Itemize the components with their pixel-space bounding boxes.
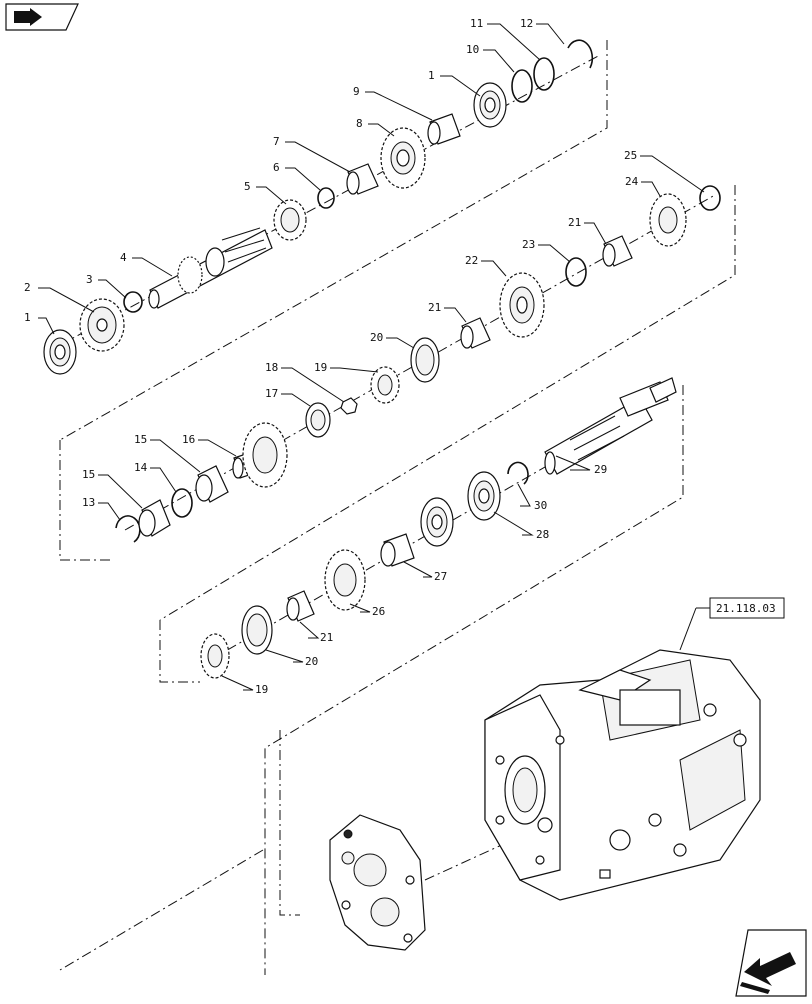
- main-shaft-assembly: [43, 39, 601, 375]
- gear-5: [273, 199, 307, 241]
- bushing-21-lower: [286, 590, 315, 622]
- callout-18: 18: [265, 361, 278, 374]
- callout-1-lower: 1: [24, 311, 31, 324]
- callout-20-lower: 20: [305, 655, 318, 668]
- callout-8: 8: [356, 117, 363, 130]
- gear-19-lower: [200, 633, 230, 679]
- callout-23: 23: [522, 238, 535, 251]
- output-shaft-29: [544, 377, 677, 475]
- callout-30: 30: [534, 499, 547, 512]
- gear-24: [649, 193, 687, 247]
- callout-1-upper: 1: [428, 69, 435, 82]
- bushing-21-top: [602, 235, 633, 267]
- callout-20-upper: 20: [370, 331, 383, 344]
- callout-19-upper: 19: [314, 361, 327, 374]
- callout-5: 5: [244, 180, 251, 193]
- bushing-27: [380, 533, 415, 567]
- callout-21-lower: 21: [320, 631, 333, 644]
- gear-26: [324, 549, 366, 611]
- assembly-group-outlines: [59, 40, 736, 975]
- callout-11: 11: [470, 17, 483, 30]
- callout-17: 17: [265, 387, 278, 400]
- gear-2: [79, 298, 125, 352]
- bearing-28b: [467, 471, 501, 521]
- bushing-15-upper: [195, 465, 229, 503]
- callout-numbers: 1 2 3 4 5 6 7 8 9 1 10 11 12 25 24 21 23…: [24, 17, 639, 696]
- bushing-9: [427, 113, 461, 145]
- callout-25: 25: [624, 149, 637, 162]
- callout-26: 26: [372, 605, 385, 618]
- callout-24: 24: [625, 175, 639, 188]
- bearing-upper: [473, 82, 507, 128]
- gear-shaft-16: [232, 422, 288, 488]
- transmission-housing: [484, 649, 761, 901]
- callout-6: 6: [273, 161, 280, 174]
- bearing-17: [305, 402, 331, 438]
- synchro-ring-20-lower: [241, 605, 273, 655]
- reference-label: 21.118.03: [716, 602, 776, 615]
- callout-15-upper: 15: [134, 433, 147, 446]
- reference-box[interactable]: 21.118.03: [679, 597, 785, 651]
- back-arrow-icon[interactable]: [5, 3, 79, 31]
- shaft-4: [148, 227, 273, 309]
- bushing-7: [346, 163, 379, 195]
- synchro-ring-20-upper: [410, 337, 440, 383]
- bushing-21-mid: [460, 317, 491, 349]
- callout-16: 16: [182, 433, 195, 446]
- callout-12: 12: [520, 17, 533, 30]
- callout-3: 3: [86, 273, 93, 286]
- callout-14: 14: [134, 461, 148, 474]
- callout-19-lower: 19: [255, 683, 268, 696]
- next-page-arrow-icon[interactable]: [735, 929, 807, 997]
- callout-4: 4: [120, 251, 127, 264]
- callout-10: 10: [466, 43, 479, 56]
- callout-13: 13: [82, 496, 95, 509]
- callout-29: 29: [594, 463, 607, 476]
- output-shaft-assembly: [200, 377, 677, 679]
- callout-9: 9: [353, 85, 360, 98]
- gear-19-upper: [370, 366, 400, 404]
- callout-27: 27: [434, 570, 447, 583]
- callout-28: 28: [536, 528, 549, 541]
- gear-8: [380, 127, 426, 189]
- bearing-lower: [43, 329, 77, 375]
- callout-15-lower: 15: [82, 468, 95, 481]
- callout-2: 2: [24, 281, 31, 294]
- bearing-28a: [420, 497, 454, 547]
- callout-21-mid: 21: [428, 301, 441, 314]
- leader-lines: [38, 23, 705, 691]
- bushing-15-lower: [138, 499, 171, 537]
- callout-21-top: 21: [568, 216, 581, 229]
- countershaft-assembly: [115, 185, 721, 543]
- callout-7: 7: [273, 135, 280, 148]
- gear-22: [499, 272, 545, 338]
- callout-22: 22: [465, 254, 478, 267]
